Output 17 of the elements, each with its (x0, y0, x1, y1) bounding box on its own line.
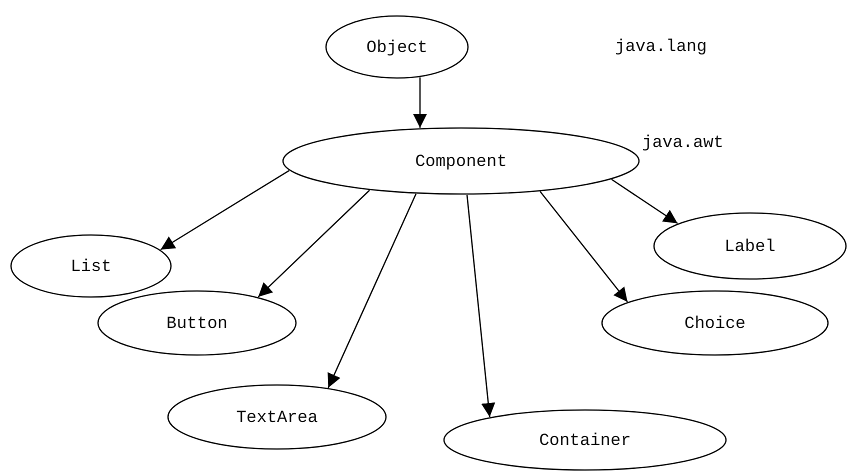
class-name: Button (165, 315, 229, 334)
package-name: java.awt (642, 134, 724, 153)
arrow (413, 77, 427, 128)
class-name: Choice (683, 315, 747, 334)
arrow (540, 191, 628, 302)
class-name: Component (414, 153, 508, 172)
class-name: Label (723, 238, 776, 257)
arrow (611, 178, 678, 224)
class-name: Object (365, 39, 429, 58)
arrow (328, 194, 417, 388)
class-name: TextArea (235, 409, 319, 428)
arrow (258, 190, 370, 298)
class-name: List (70, 258, 112, 277)
class-name: Container (538, 432, 632, 451)
package-name: java.lang (615, 38, 707, 57)
arrow (160, 170, 290, 250)
arrow (466, 194, 496, 418)
